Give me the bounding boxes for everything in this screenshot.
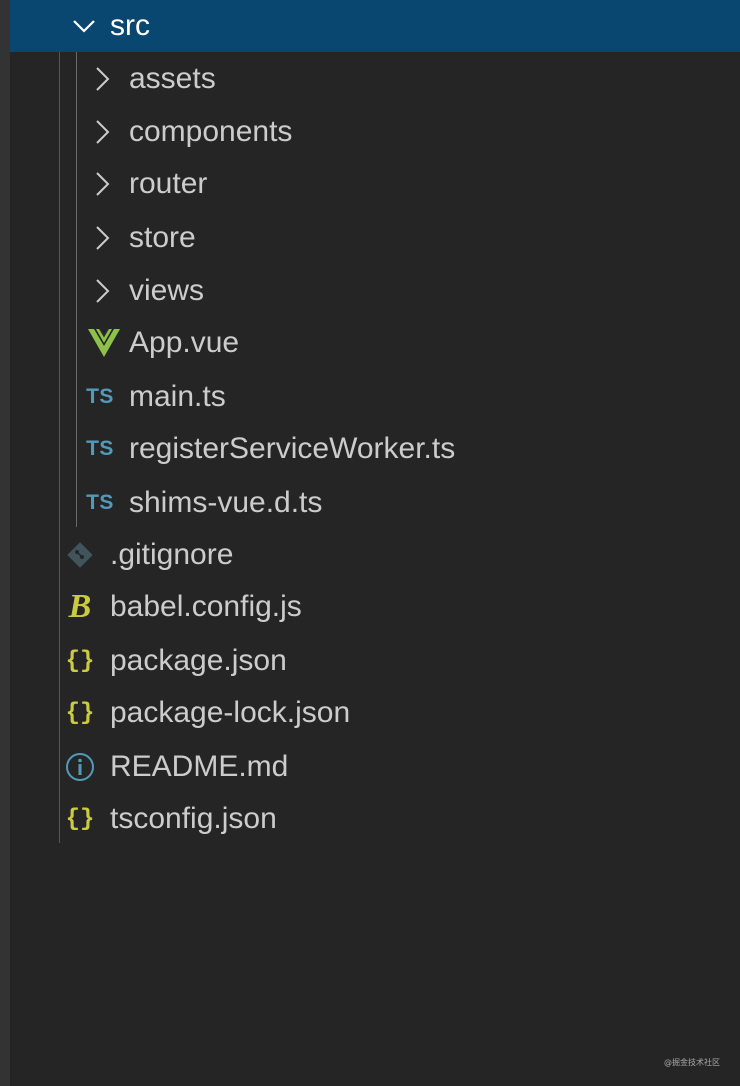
tree-item-label: registerServiceWorker.ts bbox=[129, 432, 456, 465]
git-icon bbox=[63, 529, 97, 581]
tree-item-label: babel.config.js bbox=[110, 590, 302, 623]
chevron-right-icon bbox=[85, 158, 119, 210]
tree-folder-assets[interactable]: assets bbox=[10, 53, 740, 105]
babel-icon: B bbox=[68, 588, 92, 625]
tree-file-package-json[interactable]: {} package.json bbox=[10, 635, 740, 687]
tree-item-label: shims-vue.d.ts bbox=[129, 486, 323, 519]
tree-file-babel-config[interactable]: B babel.config.js bbox=[10, 581, 740, 633]
tree-folder-components[interactable]: components bbox=[10, 106, 740, 158]
tree-file-tsconfig[interactable]: {} tsconfig.json bbox=[10, 793, 740, 845]
tree-item-label: router bbox=[129, 167, 208, 200]
typescript-icon: TS bbox=[86, 385, 114, 408]
typescript-icon: TS bbox=[86, 491, 114, 514]
tree-file-shims-vue[interactable]: TS shims-vue.d.ts bbox=[10, 477, 740, 529]
chevron-down-icon bbox=[67, 0, 101, 52]
json-icon: {} bbox=[65, 699, 95, 727]
indent-guide-root bbox=[59, 0, 60, 843]
tree-file-readme[interactable]: README.md bbox=[10, 741, 740, 793]
watermark: @掘金技术社区 bbox=[664, 1058, 720, 1067]
tree-file-main-ts[interactable]: TS main.ts bbox=[10, 371, 740, 423]
indent-guide-src bbox=[76, 52, 77, 527]
tree-item-label: components bbox=[129, 115, 293, 148]
tree-folder-views[interactable]: views bbox=[10, 265, 740, 317]
tree-folder-router[interactable]: router bbox=[10, 158, 740, 210]
info-icon bbox=[63, 741, 97, 793]
json-icon: {} bbox=[65, 805, 95, 833]
tree-file-package-lock-json[interactable]: {} package-lock.json bbox=[10, 687, 740, 739]
chevron-right-icon bbox=[85, 265, 119, 317]
tree-item-label: assets bbox=[129, 62, 216, 95]
tree-file-gitignore[interactable]: .gitignore bbox=[10, 529, 740, 581]
chevron-right-icon bbox=[85, 106, 119, 158]
tree-item-label: main.ts bbox=[129, 380, 226, 413]
activity-bar-edge bbox=[0, 0, 10, 1086]
tree-item-label: src bbox=[110, 9, 150, 42]
chevron-right-icon bbox=[85, 212, 119, 264]
tree-item-label: tsconfig.json bbox=[110, 802, 277, 835]
typescript-icon: TS bbox=[86, 437, 114, 460]
vue-icon bbox=[87, 317, 121, 369]
tree-item-label: App.vue bbox=[129, 326, 240, 359]
json-icon: {} bbox=[65, 647, 95, 675]
chevron-right-icon bbox=[85, 53, 119, 105]
tree-item-label: store bbox=[129, 221, 196, 254]
tree-item-label: views bbox=[129, 274, 205, 307]
tree-file-app-vue[interactable]: App.vue bbox=[10, 317, 740, 369]
tree-item-label: package-lock.json bbox=[110, 696, 351, 729]
tree-item-label: README.md bbox=[110, 750, 289, 783]
tree-file-register-service-worker[interactable]: TS registerServiceWorker.ts bbox=[10, 423, 740, 475]
tree-folder-store[interactable]: store bbox=[10, 212, 740, 264]
tree-item-label: package.json bbox=[110, 644, 287, 677]
tree-folder-src[interactable]: src bbox=[10, 0, 740, 52]
tree-item-label: .gitignore bbox=[110, 538, 234, 571]
